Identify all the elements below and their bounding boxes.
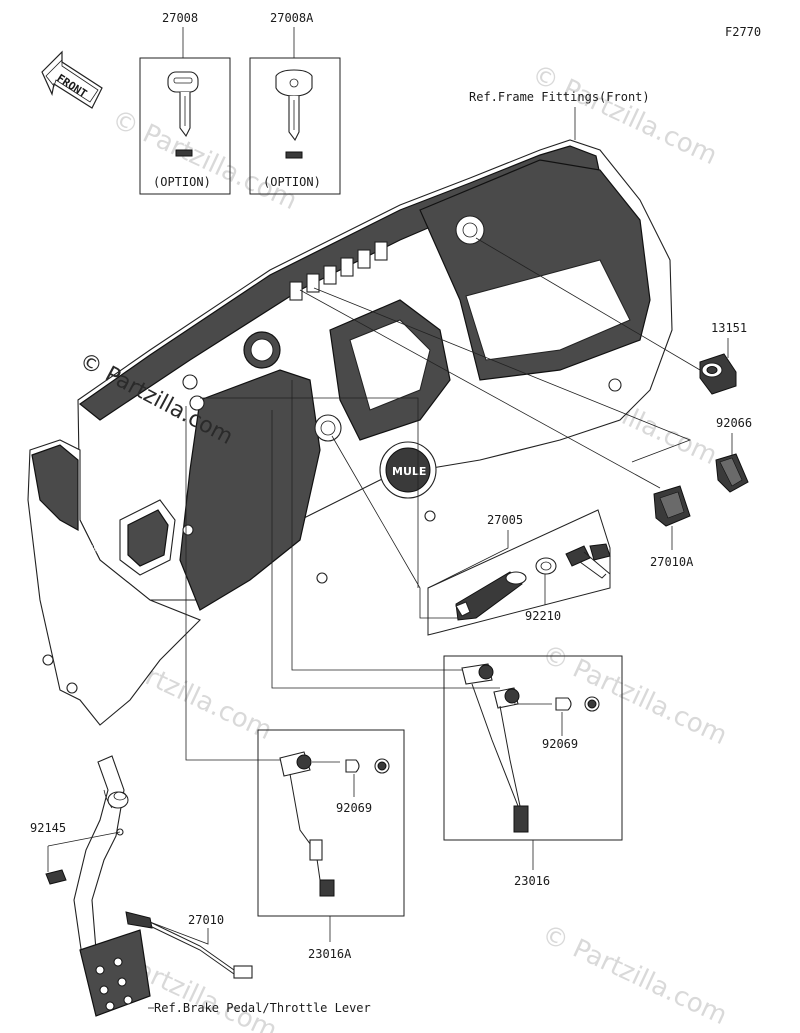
- bulb-92069-right: [555, 696, 600, 712]
- ref-brake-pedal: Ref.Brake Pedal/Throttle Lever: [154, 1001, 371, 1015]
- label-23016: 23016: [514, 874, 550, 888]
- ignition-keys: [565, 543, 611, 579]
- label-27005: 27005: [487, 513, 523, 527]
- bulb-92069-left: [345, 758, 390, 774]
- indicator-hole: [182, 374, 198, 390]
- switch-blank: [357, 249, 371, 269]
- indicator-hole: [189, 395, 205, 411]
- key-27008-group: 27008 (OPTION): [139, 11, 231, 195]
- option-label-2: (OPTION): [263, 175, 321, 189]
- key-27008a-group: 27008A (OPTION): [249, 11, 341, 195]
- label-92069-right: 92069: [542, 737, 578, 751]
- label-92210: 92210: [525, 609, 561, 623]
- option-label-1: (OPTION): [153, 175, 211, 189]
- socket-hole: [455, 215, 485, 245]
- key-icon: [167, 71, 199, 138]
- label-23016a: 23016A: [308, 947, 352, 961]
- label-27008a: 27008A: [270, 11, 314, 25]
- brand-label: MULE: [392, 465, 426, 478]
- switch-27010: [125, 911, 253, 979]
- ignition-switch-27005: [455, 571, 527, 621]
- dashboard-panel: MULE UNLOCK LOCK: [27, 139, 673, 726]
- label-92066: 92066: [716, 416, 752, 430]
- label-27008: 27008: [162, 11, 198, 25]
- switch-blank: [306, 273, 320, 293]
- front-arrow: FRONT: [41, 50, 103, 109]
- label-92069-left: 92069: [336, 801, 372, 815]
- clip-92145: [45, 869, 67, 885]
- label-92145: 92145: [30, 821, 66, 835]
- label-27010: 27010: [188, 913, 224, 927]
- brake-pedal: [73, 755, 151, 1017]
- blank-switch-92066: [715, 453, 749, 493]
- nut-92210: [535, 557, 557, 575]
- key-icon: [275, 69, 313, 142]
- power-socket-13151: [699, 353, 737, 395]
- watermark-6: © Partzilla.com: [537, 919, 732, 1031]
- harness-23016a: [279, 751, 335, 897]
- label-27010a: 27010A: [650, 555, 694, 569]
- rocker-switch-27010a: [653, 485, 691, 527]
- harness-23016: [461, 663, 529, 833]
- ignition-hole: [314, 414, 342, 442]
- switch-blank: [323, 265, 337, 285]
- switch-blank: [340, 257, 354, 277]
- switch-blank: [374, 241, 388, 261]
- figure-code: F2770: [725, 25, 761, 39]
- switch-blank: [289, 281, 303, 301]
- watermark-1: © Partzilla.com: [107, 104, 302, 216]
- ref-frame-fittings: Ref.Frame Fittings(Front): [469, 90, 650, 104]
- label-13151: 13151: [711, 321, 747, 335]
